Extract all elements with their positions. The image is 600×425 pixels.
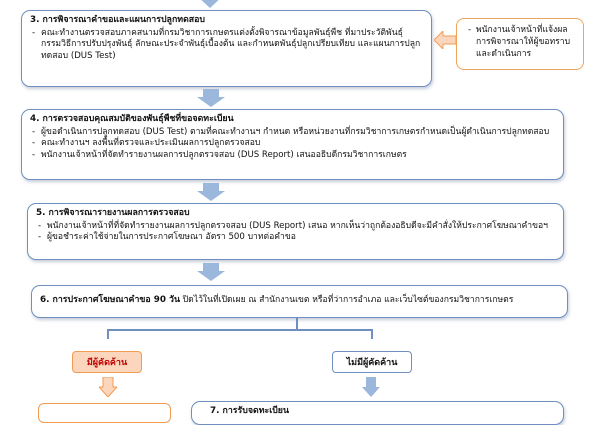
notification-note: พนักงานเจ้าหน้าที่แจ้งผลการพิจารณาให้ผู้…: [456, 18, 584, 70]
down-arrow-icon: [362, 377, 380, 397]
step4-item: คณะทำงานฯ ลงพื้นที่ตรวจและประเมินผลการปล…: [32, 138, 555, 150]
step4-box: 4. การตรวจสอบคุณสมบัติของพันธุ์พืชที่ขอจ…: [21, 109, 564, 180]
branch-connector: [107, 329, 109, 339]
no-objection-badge: ไม่มีผู้คัดค้าน: [332, 351, 412, 373]
step4-item: พนักงานเจ้าหน้าที่จัดทำรายงานผลการปลูกตร…: [32, 150, 555, 162]
step3-box: 3. การพิจารณาคำขอและแผนการปลูกทดสอบ คณะท…: [21, 10, 432, 87]
step4-title: 4. การตรวจสอบคุณสมบัติของพันธุ์พืชที่ขอจ…: [30, 114, 234, 124]
branch-connector: [107, 329, 372, 331]
notification-list: พนักงานเจ้าหน้าที่แจ้งผลการพิจารณาให้ผู้…: [467, 24, 577, 60]
branch-connector: [296, 318, 298, 329]
step5-item: พนักงานเจ้าหน้าที่ที่จัดทำรายงานผลการปลู…: [38, 221, 555, 233]
step4-list: ผู้ขอดำเนินการปลูกทดสอบ (DUS Test) ตามที…: [30, 127, 555, 162]
step5-list: พนักงานเจ้าหน้าที่ที่จัดทำรายงานผลการปลู…: [36, 221, 555, 244]
flow-arrow-icon: [197, 89, 225, 107]
step5-box: 5. การพิจารณารายงานผลการตรวจสอบ พนักงานเ…: [27, 203, 564, 260]
step6-title: 6. การประกาศโฆษณาคำขอ 90 วัน: [40, 295, 180, 305]
step5-title: 5. การพิจารณารายงานผลการตรวจสอบ: [36, 208, 190, 218]
step3-list: คณะทำงานตรวจสอบภาคสนามที่กรมวิชาการเกษตร…: [30, 28, 423, 63]
objection-badge: มีผู้คัดค้าน: [72, 351, 142, 373]
step6-text: ปิดไว้ในที่เปิดเผย ณ สำนักงานเขต หรือที่…: [180, 295, 514, 305]
flow-arrow-icon: [201, 0, 219, 8]
flow-arrow-icon: [197, 263, 225, 281]
objection-process-box: [38, 403, 171, 423]
left-arrow-icon: [434, 31, 456, 49]
step3-item: คณะทำงานตรวจสอบภาคสนามที่กรมวิชาการเกษตร…: [32, 28, 423, 63]
branch-connector: [371, 329, 373, 339]
step3-title: 3. การพิจารณาคำขอและแผนการปลูกทดสอบ: [30, 15, 206, 25]
step6-box: 6. การประกาศโฆษณาคำขอ 90 วัน ปิดไว้ในที่…: [31, 285, 568, 318]
down-arrow-icon: [99, 377, 117, 397]
step4-item: ผู้ขอดำเนินการปลูกทดสอบ (DUS Test) ตามที…: [32, 127, 555, 139]
step7-title: 7. การรับจดทะเบียน: [210, 406, 289, 416]
notification-item: พนักงานเจ้าหน้าที่แจ้งผลการพิจารณาให้ผู้…: [468, 24, 577, 60]
step5-item: ผู้ขอชำระค่าใช้จ่ายในการประกาศโฆษณา อัตร…: [38, 232, 555, 244]
flow-arrow-icon: [197, 183, 225, 201]
step7-box: 7. การรับจดทะเบียน: [191, 401, 564, 425]
